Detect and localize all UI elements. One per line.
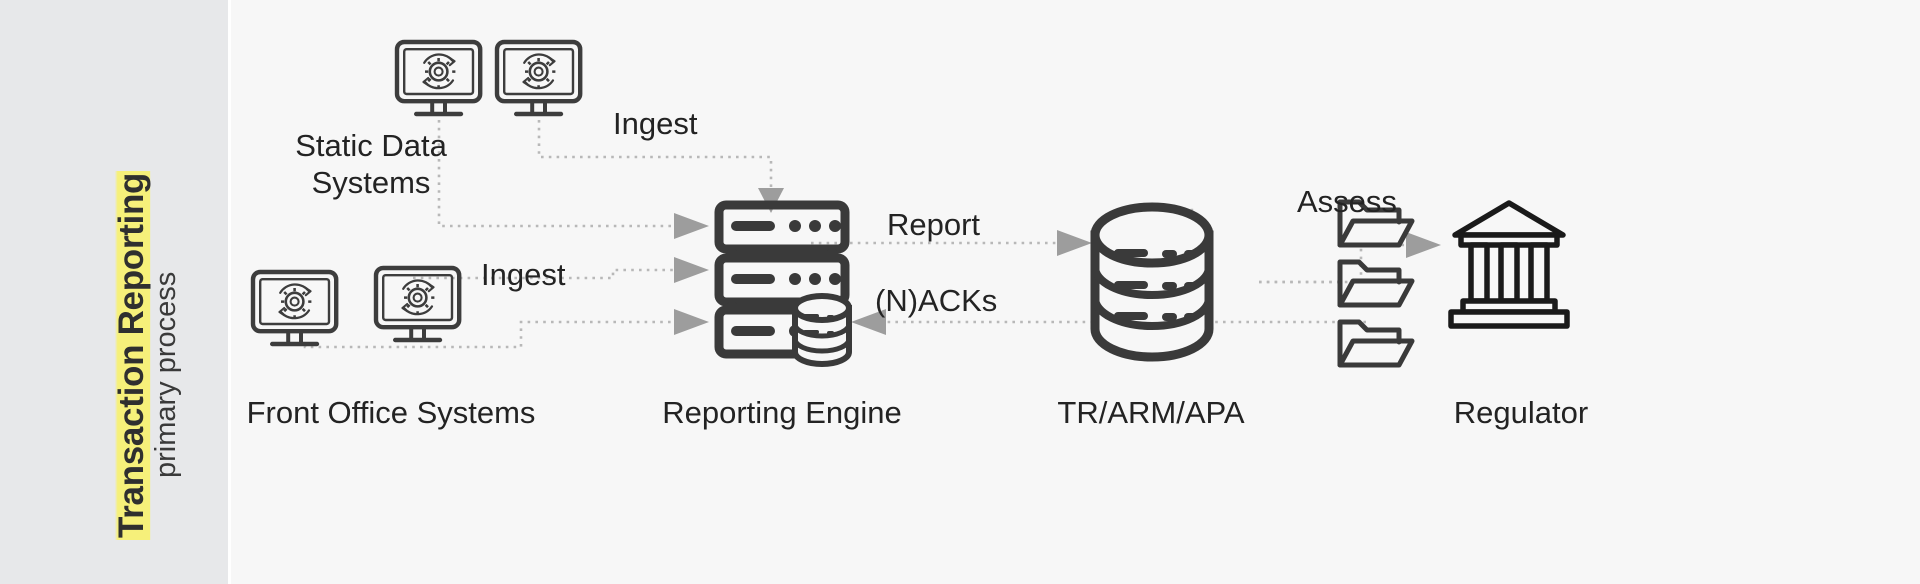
- edge-label-nacks: (N)ACKs: [875, 283, 998, 318]
- folder-icon: [1337, 319, 1415, 368]
- folder-icon: [1337, 199, 1415, 248]
- folder-icon: [1337, 259, 1415, 308]
- server-stack-icon: [714, 200, 852, 367]
- static-data-line-1: Static Data: [295, 128, 447, 163]
- front-office-systems-caption: Front Office Systems: [246, 395, 536, 430]
- monitor-gear-icon: [494, 39, 583, 117]
- tr-arm-apa-caption: TR/ARM/APA: [1057, 395, 1245, 430]
- connector-assess: [1259, 243, 1406, 284]
- arrowhead-nacks: [851, 309, 886, 335]
- reporting-engine-caption: Reporting Engine: [662, 395, 902, 430]
- monitor-gear-icon: [250, 269, 339, 347]
- connector-front-2: [413, 268, 674, 280]
- process-subtitle: primary process: [150, 271, 182, 478]
- monitor-gear-icon: [394, 39, 483, 117]
- diagram-canvas: Static Data Systems Ingest Ingest Report…: [231, 0, 1920, 584]
- static-data-systems-caption: Static Data Systems: [261, 128, 481, 201]
- edge-label-ingest-top: Ingest: [613, 106, 698, 141]
- bank-building-icon: [1448, 200, 1570, 329]
- arrowhead-front-1: [674, 309, 709, 335]
- engine-database-icon: [792, 293, 852, 367]
- edge-label-ingest-bottom: Ingest: [481, 257, 566, 292]
- sidebar-divider: [228, 0, 231, 584]
- arrowhead-report: [1057, 230, 1092, 256]
- database-icon: [1090, 202, 1214, 362]
- regulator-caption: Regulator: [1453, 395, 1589, 430]
- edge-label-assess: Assess: [1297, 184, 1397, 219]
- edge-label-report: Report: [887, 207, 981, 242]
- arrowhead-static-1: [674, 213, 709, 239]
- monitor-gear-icon: [373, 265, 462, 343]
- static-data-line-2: Systems: [311, 164, 431, 200]
- arrowhead-assess: [1406, 232, 1441, 258]
- connector-front-1: [303, 320, 674, 349]
- sidebar: Transaction Reporting primary process: [0, 0, 228, 584]
- sidebar-title-block: Transaction Reporting primary process: [0, 0, 228, 584]
- process-title: Transaction Reporting: [112, 170, 152, 540]
- diagram-graphics: [250, 39, 1570, 368]
- arrowhead-front-2: [674, 257, 709, 283]
